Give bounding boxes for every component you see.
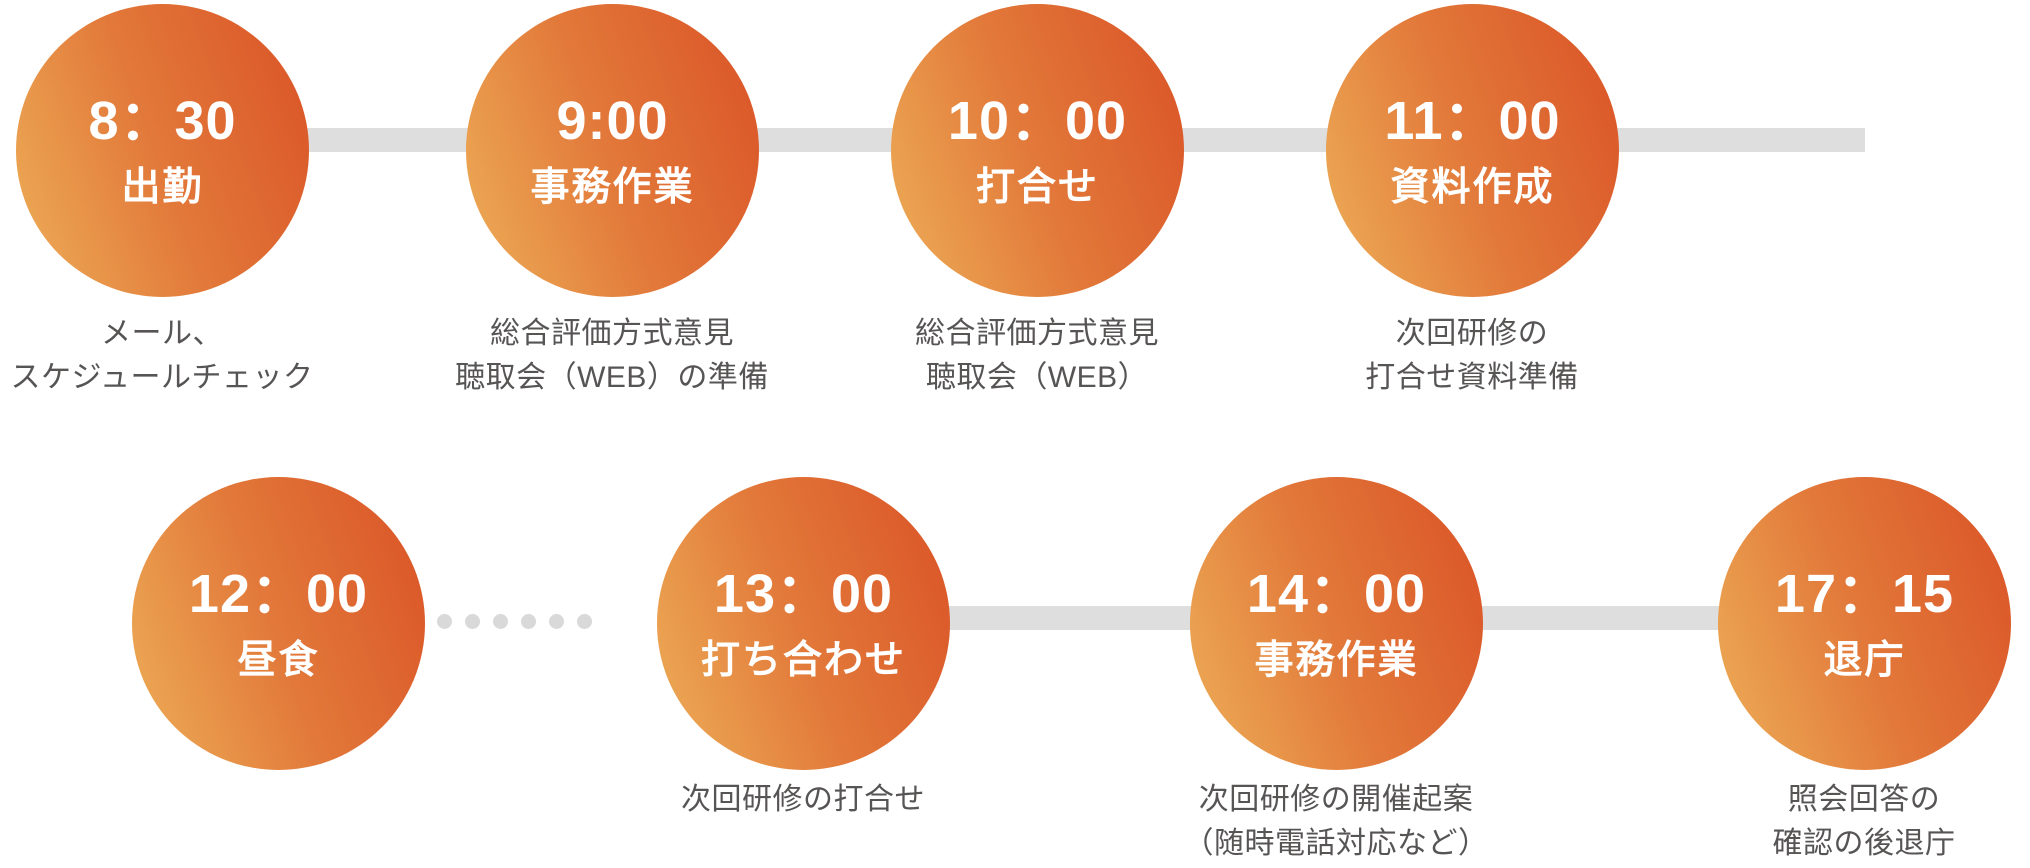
caption-line: （随時電話対応など） <box>1183 827 1489 860</box>
node-caption-0900: 総合評価方式意見 聴取会（WEB）の準備 <box>352 312 872 400</box>
caption-line: 聴取会（WEB） <box>925 361 1149 394</box>
node-label: 昼食 <box>237 639 320 682</box>
timeline-node-1300: 13：00 打ち合わせ <box>657 477 950 770</box>
caption-line: メール、 <box>101 317 223 350</box>
timeline-node-1100: 11：00 資料作成 <box>1326 4 1619 297</box>
node-caption-1100: 次回研修の 打合せ資料準備 <box>1212 312 1732 400</box>
timeline-node-1715: 17：15 退庁 <box>1718 477 2011 770</box>
node-caption-1400: 次回研修の開催起案 （随時電話対応など） <box>1076 778 1596 866</box>
timeline-node-1000: 10：00 打合せ <box>891 4 1184 297</box>
dot-icon <box>437 614 452 629</box>
node-label: 資料作成 <box>1390 166 1555 209</box>
caption-line: 次回研修の <box>1395 317 1549 350</box>
dot-icon <box>465 614 480 629</box>
timeline-node-1200: 12：00 昼食 <box>132 477 425 770</box>
node-time: 12：00 <box>188 564 369 624</box>
caption-line: 総合評価方式意見 <box>915 317 1159 350</box>
dot-icon <box>549 614 564 629</box>
node-time: 11：00 <box>1384 91 1561 151</box>
dot-icon <box>521 614 536 629</box>
timeline-node-1400: 14：00 事務作業 <box>1190 477 1483 770</box>
node-label: 打合せ <box>975 166 1099 209</box>
caption-line: 次回研修の開催起案 <box>1198 783 1474 816</box>
node-time: 10：00 <box>947 91 1128 151</box>
node-label: 退庁 <box>1823 639 1906 682</box>
dot-icon <box>493 614 508 629</box>
node-label: 打ち合わせ <box>700 639 906 682</box>
node-label: 出勤 <box>121 166 204 209</box>
node-time: 13：00 <box>713 564 894 624</box>
caption-line: 聴取会（WEB）の準備 <box>455 361 769 394</box>
node-caption-1000: 総合評価方式意見 聴取会（WEB） <box>777 312 1297 400</box>
timeline-node-0830: 8：30 出勤 <box>16 4 309 297</box>
node-label: 事務作業 <box>530 166 695 209</box>
node-time: 14：00 <box>1246 564 1427 624</box>
node-label: 事務作業 <box>1254 639 1419 682</box>
caption-line: 照会回答の <box>1787 783 1941 816</box>
caption-line: スケジュールチェック <box>10 361 314 394</box>
dotted-connector <box>437 614 592 629</box>
caption-line: 打合せ資料準備 <box>1365 361 1579 394</box>
node-caption-0830: メール、 スケジュールチェック <box>0 312 422 400</box>
node-time: 8：30 <box>88 91 237 151</box>
node-caption-1715: 照会回答の 確認の後退庁 <box>1604 778 2030 866</box>
caption-line: 総合評価方式意見 <box>490 317 734 350</box>
timeline-node-0900: 9:00 事務作業 <box>466 4 759 297</box>
node-caption-1300: 次回研修の打合せ <box>543 778 1063 822</box>
dot-icon <box>577 614 592 629</box>
caption-line: 確認の後退庁 <box>1772 827 1956 860</box>
node-time: 9:00 <box>556 91 669 151</box>
node-time: 17：15 <box>1774 564 1955 624</box>
caption-line: 次回研修の打合せ <box>681 783 925 816</box>
